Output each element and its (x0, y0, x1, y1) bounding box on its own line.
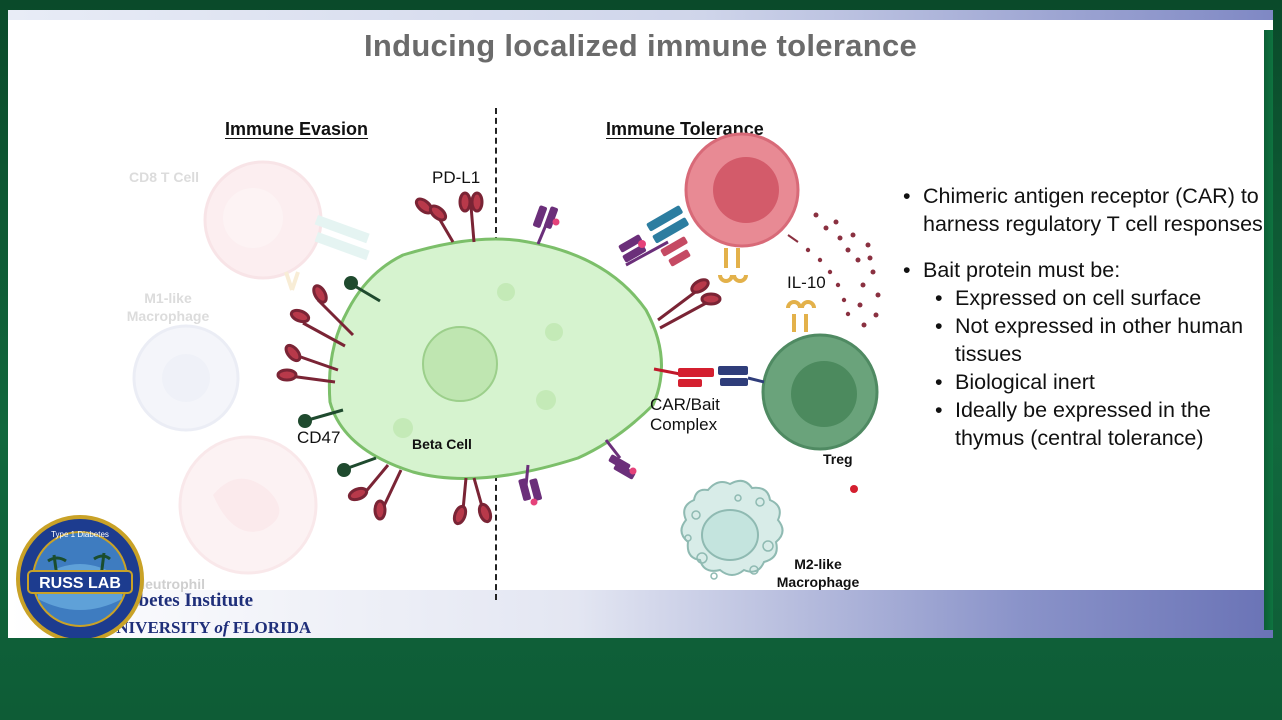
heading-immune-tolerance: Immune Tolerance (606, 119, 764, 139)
bullet-list: Chimeric antigen receptor (CAR) to harne… (901, 182, 1271, 452)
beta-cell-nucleus (422, 326, 498, 402)
treg-nucleus (791, 361, 857, 427)
label-m1-macrophage: M1-like Macrophage (126, 290, 210, 324)
label-cd47: CD47 (297, 428, 341, 447)
il10-receptor-treg (786, 300, 816, 332)
sub-bullet-thymus: Ideally be expressed in the thymus (cent… (901, 396, 1271, 452)
russ-lab-logo: RUSS LAB Type 1 Diabetes (16, 515, 144, 638)
faded-m1-macrophage (132, 324, 240, 432)
car-bait-treg-complex (653, 366, 765, 387)
label-il10: IL-10 (787, 273, 826, 292)
bait-proteins (518, 205, 637, 506)
bottom-band (8, 590, 1273, 638)
bullet-car: Chimeric antigen receptor (CAR) to harne… (901, 182, 1271, 238)
cd47-receptors (298, 276, 381, 477)
faded-cells (132, 160, 370, 575)
pdl1-receptors (276, 191, 722, 526)
label-neutrophil: Neutrophil (135, 576, 205, 592)
il10-receptor-top (718, 248, 748, 283)
faded-cd8-t-cell (203, 160, 323, 280)
sub-bullet-not-expressed: Not expressed in other human tissues (901, 312, 1271, 368)
slide-title: Inducing localized immune tolerance (363, 28, 918, 63)
heading-immune-evasion: Immune Evasion (225, 119, 369, 139)
car-bait-top-complex (618, 205, 691, 267)
red-dot (850, 485, 858, 493)
label-pdl1: PD-L1 (432, 168, 481, 187)
svg-text:RUSS LAB: RUSS LAB (39, 575, 121, 592)
slide: Inducing localized immune tolerance Immu… (8, 10, 1273, 638)
label-beta-cell: Beta Cell (412, 436, 472, 452)
svg-text:Type 1 Diabetes: Type 1 Diabetes (51, 530, 109, 539)
label-car-bait-complex: CAR/Bait Complex (650, 395, 720, 434)
bullet-bait-protein: Bait protein must be: (901, 256, 1271, 284)
il10-dots (787, 212, 881, 328)
faded-cd8-nucleus (223, 188, 283, 248)
footer-institute: Diabetes Institute (110, 590, 254, 611)
top-band (8, 10, 1273, 20)
label-m2-macrophage: M2-like Macrophage (776, 556, 860, 590)
immune-diagram (132, 132, 881, 580)
sub-bullet-inert: Biological inert (901, 368, 1271, 396)
label-treg: Treg (823, 451, 853, 467)
car-t-cell-nucleus (713, 157, 779, 223)
faded-neutrophil (178, 435, 318, 575)
footer-university: UNIVERSITY of FLORIDA (104, 618, 312, 637)
right-edge-tab (1264, 30, 1273, 630)
label-cd8-t-cell: CD8 T Cell (129, 169, 200, 185)
sub-bullet-surface: Expressed on cell surface (901, 284, 1271, 312)
